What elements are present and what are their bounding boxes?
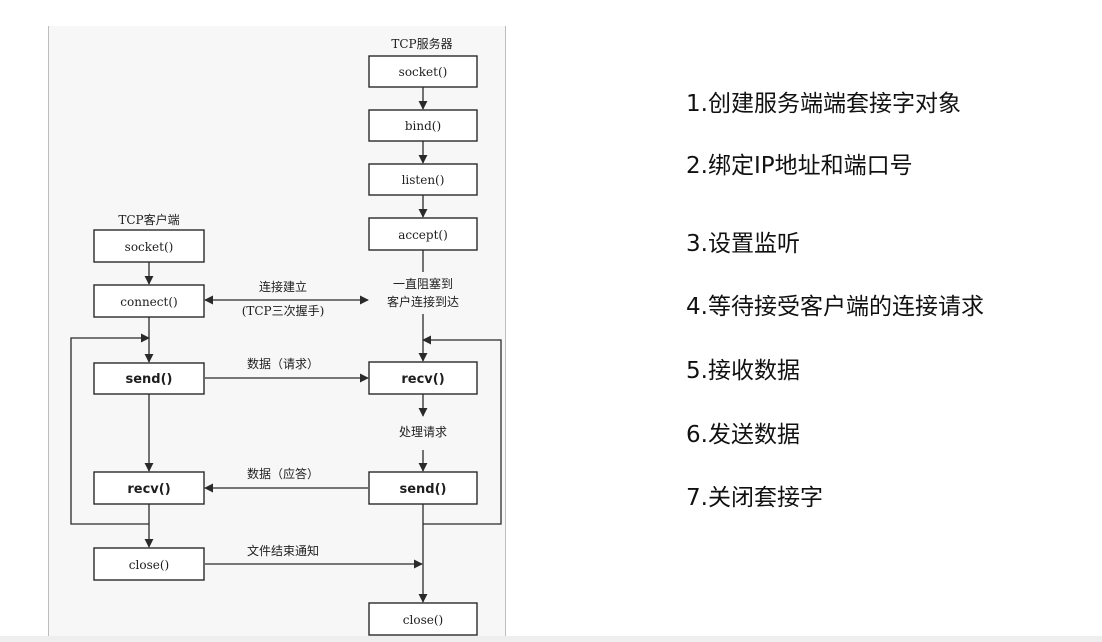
server-close-box (368, 602, 478, 636)
server-socket-label: socket() (399, 65, 448, 79)
server-send-label: send() (400, 482, 447, 497)
client-send-label: send() (126, 372, 173, 387)
client-loop-line (70, 333, 150, 525)
client-title: TCP客户端 (118, 212, 179, 227)
server-loop-line (422, 335, 502, 525)
client-close-label: close() (129, 558, 169, 572)
label-connect-established: 连接建立 (259, 279, 307, 294)
client-socket-box (93, 229, 205, 263)
server-bind-label: bind() (405, 119, 441, 133)
server-recv-label: recv() (401, 372, 444, 387)
step-item: 6.发送数据 (686, 422, 800, 448)
label-process-request: 处理请求 (399, 425, 447, 439)
step-item: 1.创建服务端端套接字对象 (686, 91, 961, 117)
client-connect-label: connect() (120, 295, 177, 309)
server-accept-label: accept() (398, 228, 448, 242)
step-item: 7.关闭套接字 (686, 485, 823, 511)
step-item: 2.绑定IP地址和端口号 (686, 153, 913, 179)
diagram-canvas: TCP服务器 TCP客户端 socket() bind() listen() a… (70, 36, 502, 636)
label-eof-notice: 文件结束通知 (247, 543, 319, 558)
client-recv-label: recv() (127, 482, 170, 497)
server-title: TCP服务器 (391, 36, 452, 51)
bottom-edge-bar (0, 636, 1102, 642)
client-socket-label: socket() (125, 240, 174, 254)
client-send-box (93, 362, 205, 395)
tcp-flow-diagram: TCP服务器 TCP客户端 socket() bind() listen() a… (48, 26, 506, 636)
server-bind-box (368, 109, 478, 142)
server-close-label: close() (403, 613, 443, 627)
label-data-request: 数据（请求） (247, 356, 319, 371)
step-item: 3.设置监听 (686, 231, 800, 257)
client-close-box (93, 547, 205, 581)
step-item: 4.等待接受客户端的连接请求 (686, 294, 984, 320)
server-accept-box (368, 217, 478, 251)
client-recv-box (93, 471, 205, 505)
label-block-line2: 客户连接到达 (387, 294, 459, 309)
label-handshake: (TCP三次握手) (242, 303, 325, 318)
server-send-box (368, 471, 478, 505)
server-listen-label: listen() (402, 173, 445, 187)
step-item: 5.接收数据 (686, 358, 800, 384)
label-block-line1: 一直阻塞到 (393, 276, 453, 291)
label-data-response: 数据（应答） (247, 466, 319, 481)
server-socket-box (368, 55, 478, 88)
